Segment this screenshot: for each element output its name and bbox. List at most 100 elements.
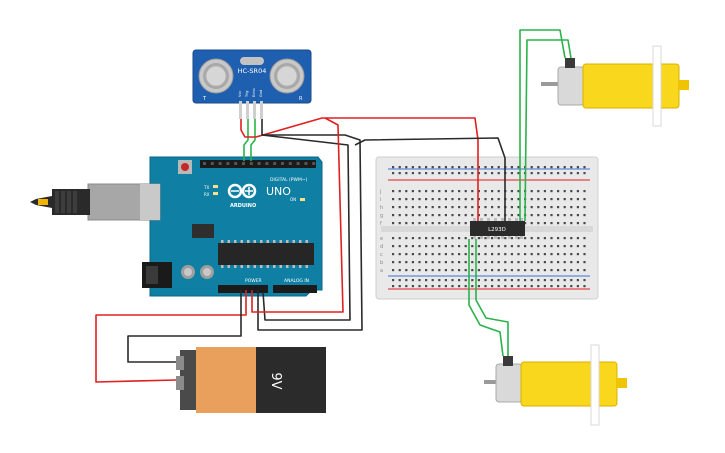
breadboard-hole[interactable] (557, 269, 560, 272)
breadboard-hole[interactable] (471, 261, 474, 264)
breadboard-hole[interactable] (570, 285, 573, 288)
breadboard-hole[interactable] (405, 245, 408, 248)
breadboard-hole[interactable] (570, 222, 573, 225)
breadboard-hole[interactable] (557, 190, 560, 193)
breadboard-hole[interactable] (425, 166, 428, 169)
breadboard-hole[interactable] (464, 214, 467, 217)
breadboard-hole[interactable] (458, 261, 461, 264)
breadboard-hole[interactable] (550, 214, 553, 217)
breadboard-hole[interactable] (524, 237, 527, 240)
breadboard-hole[interactable] (471, 237, 474, 240)
breadboard-hole[interactable] (583, 237, 586, 240)
breadboard-hole[interactable] (524, 261, 527, 264)
breadboard-hole[interactable] (451, 237, 454, 240)
breadboard-hole[interactable] (537, 245, 540, 248)
breadboard-hole[interactable] (570, 198, 573, 201)
breadboard-hole[interactable] (484, 253, 487, 256)
breadboard-hole[interactable] (517, 190, 520, 193)
wire-green[interactable] (243, 119, 249, 161)
breadboard-hole[interactable] (563, 206, 566, 209)
breadboard-hole[interactable] (464, 166, 467, 169)
breadboard-hole[interactable] (543, 279, 546, 282)
breadboard-hole[interactable] (444, 190, 447, 193)
breadboard-hole[interactable] (392, 261, 395, 264)
breadboard-hole[interactable] (497, 245, 500, 248)
breadboard-hole[interactable] (510, 190, 513, 193)
breadboard-hole[interactable] (477, 172, 480, 175)
breadboard-hole[interactable] (491, 245, 494, 248)
breadboard-hole[interactable] (458, 214, 461, 217)
breadboard-hole[interactable] (398, 166, 401, 169)
breadboard-hole[interactable] (537, 190, 540, 193)
breadboard-hole[interactable] (451, 190, 454, 193)
breadboard-hole[interactable] (464, 206, 467, 209)
breadboard-hole[interactable] (444, 269, 447, 272)
breadboard-hole[interactable] (517, 285, 520, 288)
breadboard-hole[interactable] (583, 261, 586, 264)
breadboard-hole[interactable] (510, 269, 513, 272)
breadboard-hole[interactable] (458, 190, 461, 193)
breadboard-hole[interactable] (425, 190, 428, 193)
wire-green[interactable] (519, 29, 566, 221)
breadboard-hole[interactable] (550, 245, 553, 248)
breadboard-hole[interactable] (491, 261, 494, 264)
breadboard-hole[interactable] (411, 206, 414, 209)
breadboard-hole[interactable] (543, 166, 546, 169)
breadboard-hole[interactable] (392, 245, 395, 248)
breadboard-hole[interactable] (464, 253, 467, 256)
breadboard-hole[interactable] (530, 285, 533, 288)
breadboard-hole[interactable] (517, 206, 520, 209)
breadboard-hole[interactable] (550, 285, 553, 288)
breadboard-hole[interactable] (425, 214, 428, 217)
breadboard-hole[interactable] (557, 245, 560, 248)
header-pin[interactable] (273, 162, 277, 165)
header-pin[interactable] (281, 162, 284, 165)
breadboard-hole[interactable] (405, 237, 408, 240)
wire-black[interactable] (261, 134, 351, 321)
breadboard-hole[interactable] (530, 198, 533, 201)
breadboard-hole[interactable] (583, 253, 586, 256)
breadboard-hole[interactable] (451, 285, 454, 288)
breadboard-hole[interactable] (418, 279, 421, 282)
breadboard-hole[interactable] (576, 269, 579, 272)
breadboard-hole[interactable] (444, 285, 447, 288)
breadboard-hole[interactable] (438, 166, 441, 169)
breadboard-hole[interactable] (392, 172, 395, 175)
breadboard-hole[interactable] (484, 261, 487, 264)
breadboard-hole[interactable] (418, 166, 421, 169)
breadboard-hole[interactable] (583, 222, 586, 225)
breadboard-hole[interactable] (537, 206, 540, 209)
breadboard-hole[interactable] (477, 206, 480, 209)
breadboard-hole[interactable] (530, 214, 533, 217)
breadboard-hole[interactable] (431, 222, 434, 225)
breadboard-hole[interactable] (583, 269, 586, 272)
breadboard-hole[interactable] (557, 285, 560, 288)
breadboard-hole[interactable] (431, 214, 434, 217)
breadboard-hole[interactable] (425, 222, 428, 225)
breadboard-hole[interactable] (398, 206, 401, 209)
breadboard-hole[interactable] (557, 253, 560, 256)
breadboard-hole[interactable] (418, 269, 421, 272)
breadboard-hole[interactable] (438, 172, 441, 175)
breadboard-hole[interactable] (477, 198, 480, 201)
breadboard-hole[interactable] (398, 245, 401, 248)
breadboard-hole[interactable] (484, 245, 487, 248)
breadboard-hole[interactable] (537, 237, 540, 240)
breadboard-hole[interactable] (543, 214, 546, 217)
breadboard-hole[interactable] (477, 253, 480, 256)
breadboard-hole[interactable] (392, 166, 395, 169)
breadboard-hole[interactable] (563, 214, 566, 217)
breadboard-hole[interactable] (497, 237, 500, 240)
breadboard-hole[interactable] (543, 269, 546, 272)
breadboard-hole[interactable] (576, 214, 579, 217)
wire-green[interactable] (250, 119, 256, 161)
breadboard-hole[interactable] (451, 206, 454, 209)
breadboard-hole[interactable] (497, 206, 500, 209)
breadboard-hole[interactable] (530, 172, 533, 175)
breadboard-hole[interactable] (484, 166, 487, 169)
breadboard-hole[interactable] (510, 166, 513, 169)
breadboard-hole[interactable] (497, 190, 500, 193)
breadboard-hole[interactable] (570, 206, 573, 209)
breadboard-hole[interactable] (444, 245, 447, 248)
breadboard-hole[interactable] (477, 285, 480, 288)
